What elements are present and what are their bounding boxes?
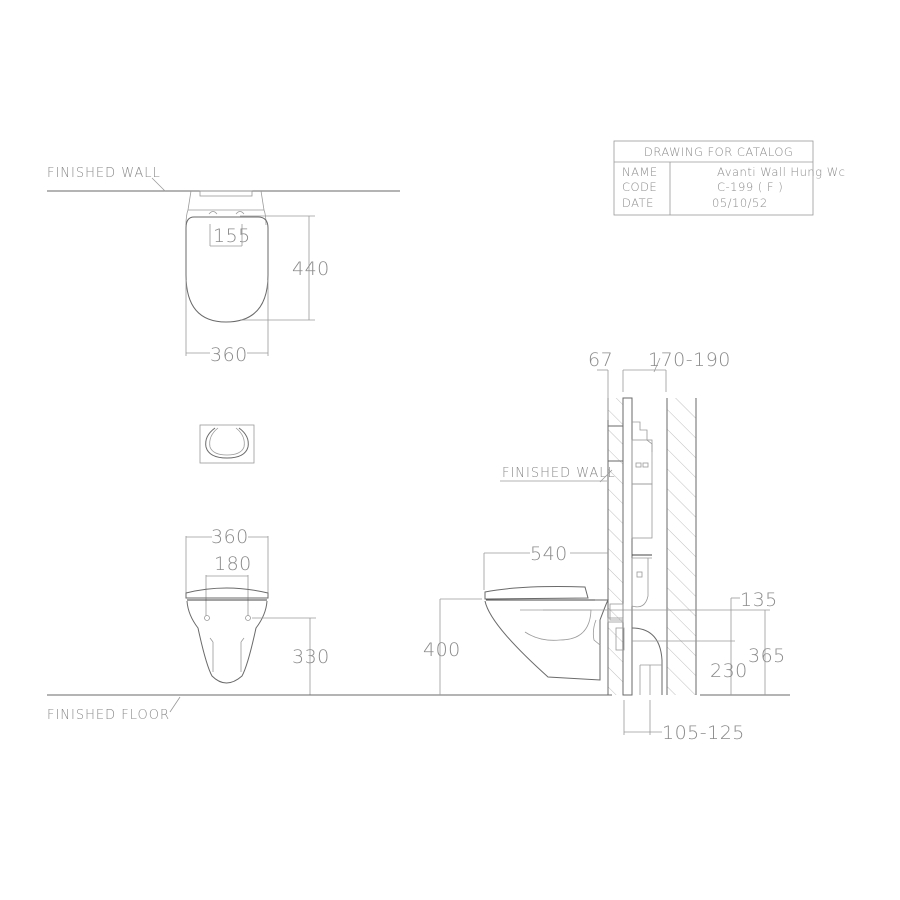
dim-frame-depth: 170-190 [648, 349, 731, 371]
dim-outlet-height: 230 [710, 660, 748, 682]
dim-wall-offset: 67 [588, 349, 613, 371]
dim-inlet-height: 135 [740, 589, 778, 611]
dim-plan-bolt-spacing: 155 [213, 225, 251, 247]
title-value-date: 05/10/52 [712, 196, 768, 210]
finished-floor-label: FINISHED FLOOR [47, 708, 170, 723]
dim-front-bolt-height: 330 [292, 646, 330, 668]
side-view: 67 170-190 FINISHED WALL 540 [423, 349, 786, 744]
dim-outlet-offset: 105-125 [662, 722, 745, 744]
dim-front-bolt-spacing: 180 [214, 553, 252, 575]
dim-total-height: 365 [748, 645, 786, 667]
title-block: DRAWING FOR CATALOG NAME Avanti Wall Hun… [613, 140, 845, 216]
seat-outline-plan [185, 216, 269, 323]
title-key-name: NAME [622, 165, 658, 179]
finished-wall-label-side: FINISHED WALL [502, 466, 616, 481]
plan-view: FINISHED WALL 155 440 360 [47, 166, 400, 366]
finished-wall-label-top: FINISHED WALL [47, 166, 161, 181]
title-key-date: DATE [622, 196, 654, 210]
title-value-name: Avanti Wall Hung Wc [717, 165, 845, 179]
dim-projection: 540 [530, 543, 568, 565]
flush-plate [199, 424, 255, 464]
title-value-code: C-199 ( F ) [717, 180, 783, 194]
title-block-header: DRAWING FOR CATALOG [644, 145, 793, 159]
front-view: 360 180 330 [185, 526, 330, 695]
seat-side [484, 586, 589, 600]
title-key-code: CODE [622, 180, 657, 194]
dim-plan-width: 360 [210, 344, 248, 366]
dim-plan-depth: 440 [292, 258, 330, 280]
back-wall-hatch [667, 398, 696, 695]
dim-rim-height: 400 [423, 639, 461, 661]
finished-wall-hatch [608, 398, 623, 695]
bowl-side [484, 599, 609, 681]
dim-front-width: 360 [211, 526, 249, 548]
bowl-outline-front [186, 600, 268, 684]
install-frame [622, 397, 633, 696]
